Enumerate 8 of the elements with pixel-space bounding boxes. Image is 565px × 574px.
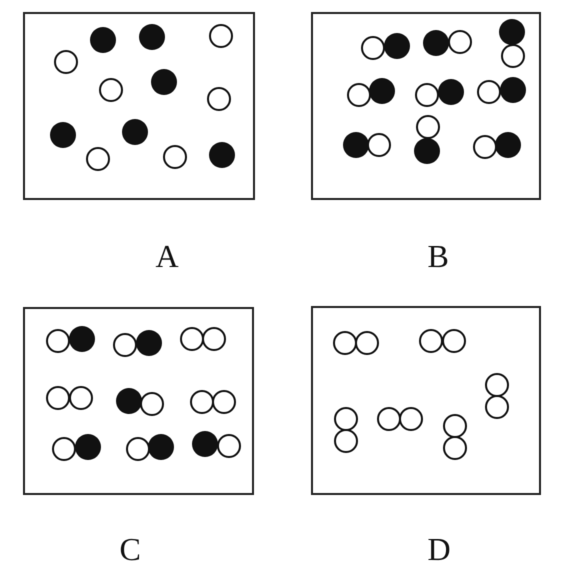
diagram-panel [311,12,541,200]
panel-label: D [428,533,451,565]
panel-label: A [156,240,179,272]
diagram-panel [311,306,541,495]
diagram-panel [23,307,254,495]
diagram-panel [23,12,255,200]
panel-label: B [428,240,449,272]
panel-label: C [120,533,141,565]
